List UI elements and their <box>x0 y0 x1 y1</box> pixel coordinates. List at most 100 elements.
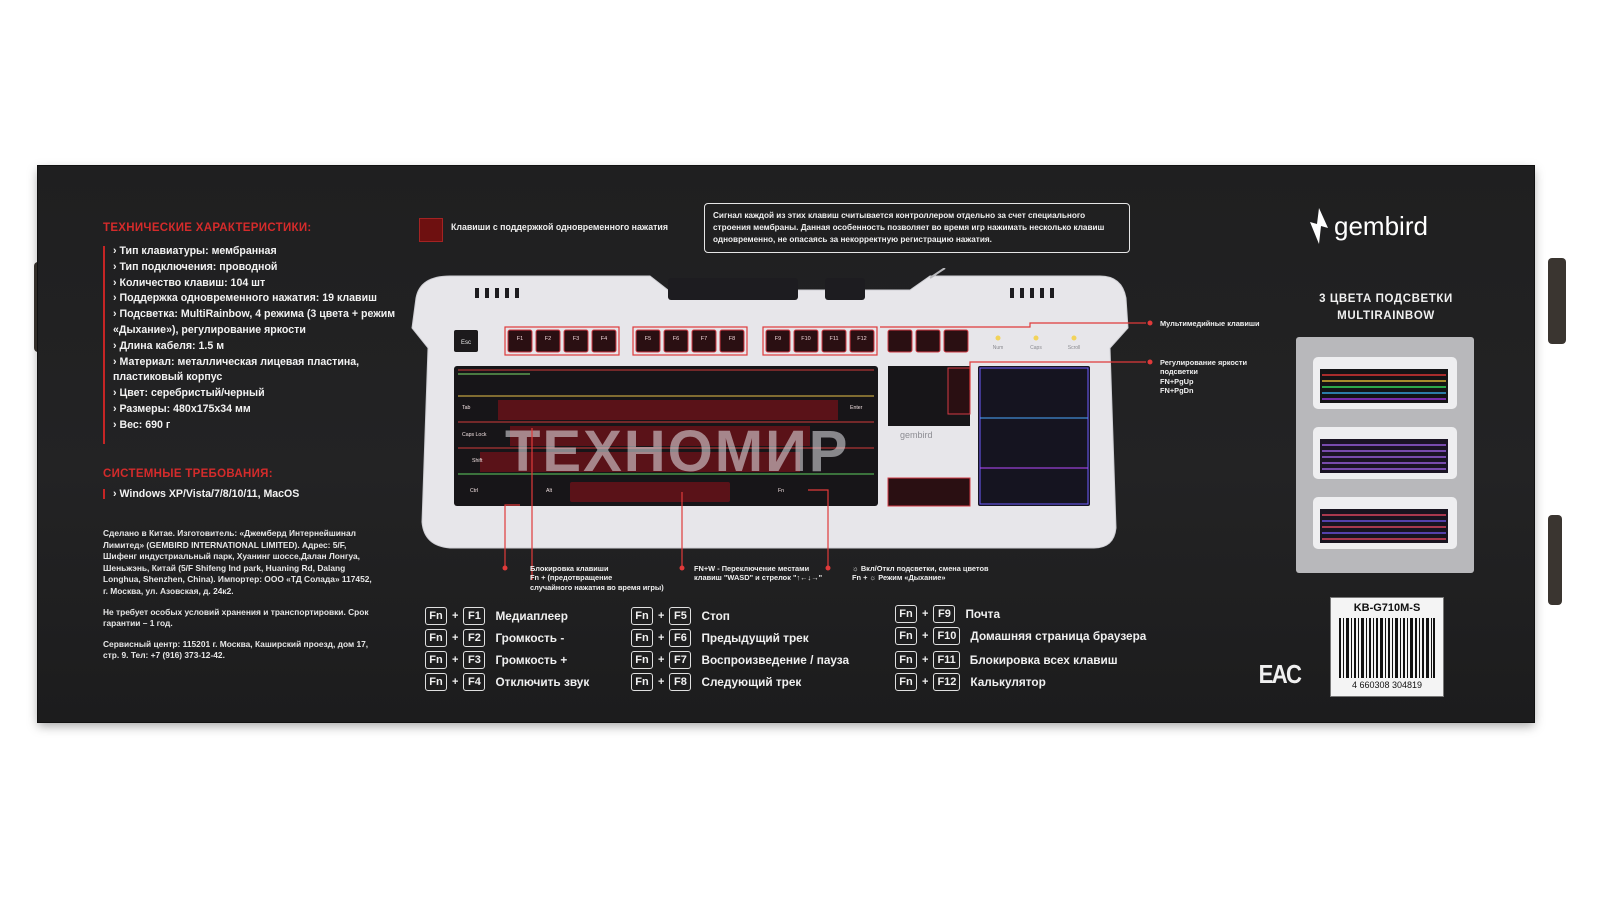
key-shift: Shift <box>472 458 483 464</box>
manufacturer-info: Сделано в Китае. Изготовитель: «Джемберд… <box>103 528 373 671</box>
plus-sign: + <box>658 610 665 622</box>
f-key: F8 <box>669 673 692 691</box>
key-f1: F1 <box>517 336 523 342</box>
plus-sign: + <box>452 610 459 622</box>
simultaneous-keys-legend: Клавиши с поддержкой одновременного нажа… <box>451 222 668 232</box>
plus-sign: + <box>658 654 665 666</box>
spec-item: Количество клавиш: 104 шт <box>113 276 403 292</box>
barcode-number: 4 660308 304819 <box>1351 680 1423 690</box>
fn-combo-desc: Медиаплеер <box>495 609 568 623</box>
fn-combo-desc: Почта <box>965 607 1001 621</box>
key-f5: F5 <box>645 336 651 342</box>
watermark: ТЕХНОМИР <box>505 419 850 484</box>
spec-item: Материал: металлическая лицевая пластина… <box>113 355 403 387</box>
led-scroll: Scroll <box>1068 345 1081 351</box>
led-num: Num <box>993 345 1004 351</box>
fn-key: Fn <box>895 605 917 623</box>
specs-list: Тип клавиатуры: мембранная Тип подключен… <box>113 244 403 434</box>
callout-backlight-line: ☼ Вкл/Откл подсветки, смена цветов <box>852 564 989 573</box>
key-enter: Enter <box>850 405 863 411</box>
key-f9: F9 <box>775 336 781 342</box>
fn-combo-desc: Предыдущий трек <box>701 631 809 645</box>
f-key: F3 <box>463 651 486 669</box>
fn-key: Fn <box>425 673 447 691</box>
f-key: F5 <box>669 607 692 625</box>
callout-brightness-line: FN+PgUp <box>1160 376 1194 386</box>
backlight-preview-purple <box>1313 427 1457 479</box>
key-esc: Esc <box>461 340 471 346</box>
f-key: F10 <box>933 627 961 645</box>
manufacturer-address: Сделано в Китае. Изготовитель: «Джемберд… <box>103 528 372 596</box>
fn-key: Fn <box>631 629 653 647</box>
anti-ghosting-notice: Сигнал каждой из этих клавиш считывается… <box>704 203 1130 253</box>
f-key: F9 <box>933 605 956 623</box>
multirainbow-line2: MULTIRAINBOW <box>1337 310 1435 322</box>
callout-brightness-line: FN+PgDn <box>1160 386 1194 396</box>
key-fn: Fn <box>778 488 784 494</box>
barcode-label: KB-G710M-S 4 660308 304819 <box>1330 597 1444 697</box>
fn-combo-desc: Стоп <box>701 609 730 623</box>
requirements-accent-line <box>103 489 105 499</box>
fn-key: Fn <box>895 627 917 645</box>
spec-item: Длина кабеля: 1.5 м <box>113 339 403 355</box>
fn-combo-desc: Громкость - <box>495 631 565 645</box>
fn-combo-desc: Отключить звук <box>495 675 590 689</box>
key-f4: F4 <box>601 336 607 342</box>
key-caps: Caps Lock <box>462 432 487 438</box>
backlight-previews <box>1296 337 1474 573</box>
key-f11: F11 <box>829 336 838 342</box>
fn-combo: Fn + F9 Почта <box>895 605 1000 623</box>
key-f7: F7 <box>701 336 707 342</box>
spec-item: Цвет: серебристый/черный <box>113 386 403 402</box>
callout-win-lock-line: случайного нажатия во время игры) <box>530 582 664 592</box>
fn-key: Fn <box>425 629 447 647</box>
key-f3: F3 <box>573 336 579 342</box>
callout-backlight-line: Fn + ☼ Режим «Дыхание» <box>852 573 946 583</box>
model-number: KB-G710M-S <box>1353 602 1421 614</box>
key-f2: F2 <box>545 336 551 342</box>
brand-name: gembird <box>1334 210 1428 241</box>
fn-combo-desc: Калькулятор <box>970 675 1046 689</box>
multirainbow-title: 3 ЦВЕТА ПОДСВЕТКИ MULTIRAINBOW <box>1302 291 1470 325</box>
plus-sign: + <box>452 676 459 688</box>
callout-brightness-line: подсветки <box>1160 367 1198 377</box>
callout-wasd-line: клавиш "WASD" и стрелок "↑←↓→" <box>694 573 823 583</box>
f-key: F2 <box>463 629 486 647</box>
key-alt: Alt <box>546 488 553 494</box>
backlight-preview-red-blue <box>1313 497 1457 549</box>
f-key: F4 <box>463 673 486 691</box>
spec-item: Размеры: 480x175x34 мм <box>113 402 403 418</box>
callout-wasd-line: FN+W - Переключение местами <box>694 564 810 573</box>
fn-key: Fn <box>631 673 653 691</box>
plus-sign: + <box>658 676 665 688</box>
led-caps: Caps <box>1030 345 1042 351</box>
fn-key: Fn <box>631 651 653 669</box>
plus-sign: + <box>922 630 929 642</box>
spec-item: Тип клавиатуры: мембранная <box>113 244 403 260</box>
plus-sign: + <box>922 676 929 688</box>
simultaneous-keys-swatch <box>419 218 443 242</box>
key-f10: F10 <box>801 336 810 342</box>
keyboard-brand: gembird <box>900 430 933 440</box>
service-center: Сервисный центр: 115201 г. Москва, Кашир… <box>103 638 369 661</box>
fn-key: Fn <box>631 607 653 625</box>
key-ctrl: Ctrl <box>470 488 478 494</box>
callout-brightness-line: Регулирование яркости <box>1160 358 1248 367</box>
requirements-title: СИСТЕМНЫЕ ТРЕБОВАНИЯ: <box>103 468 273 480</box>
fn-combo: Fn + F4 Отключить звук <box>425 673 589 691</box>
specs-accent-line <box>103 246 105 444</box>
spec-item: Тип подключения: проводной <box>113 260 403 276</box>
brand-logo: gembird <box>1310 208 1428 244</box>
callout-win-lock-line: Блокировка клавиши <box>530 564 609 573</box>
plus-sign: + <box>922 608 929 620</box>
fn-combo-desc: Домашняя страница браузера <box>970 629 1147 643</box>
